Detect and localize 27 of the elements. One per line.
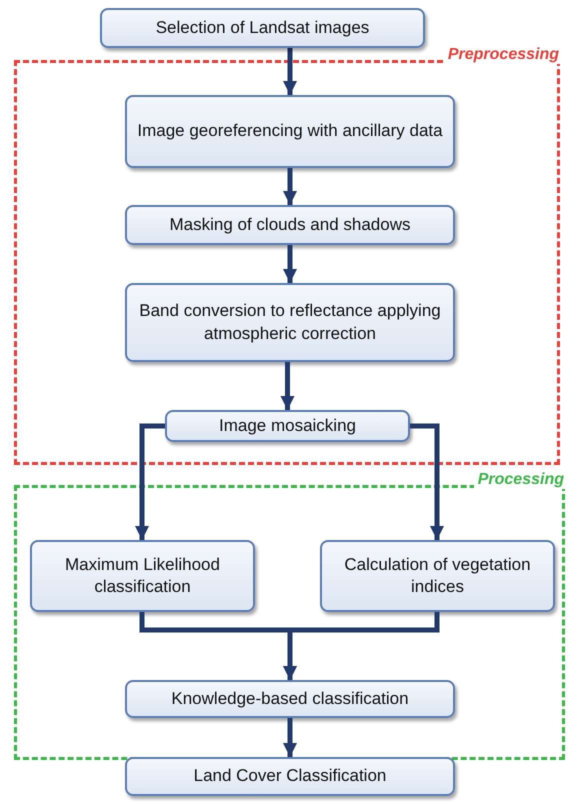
box-label: Maximum Likelihood classification [64,554,221,598]
box-label: Masking of clouds and shadows [168,214,412,236]
region-heading: Processing [474,471,568,489]
box-label: Image georeferencing with ancillary data [136,120,444,142]
region-heading: Preprocessing [444,46,563,64]
process-box [165,410,410,442]
process-box [125,757,455,796]
process-box [125,205,455,245]
box-label: Calculation of vegetation indices [343,554,532,598]
arrow [135,424,165,540]
box-label: Image mosaicking [218,414,357,437]
box-label: Land Cover Classification [192,765,388,788]
box-label: Band conversion to reflectance applying atmospheric correction [138,300,442,344]
box-label: Selection of Landsat images [154,16,370,39]
process-box [125,680,455,718]
arrow [410,424,444,540]
process-box [320,540,555,612]
process-box [100,8,425,48]
box-label: Knowledge-based classification [170,688,410,710]
process-box [125,95,455,168]
process-box [30,540,255,612]
arrow [280,362,294,410]
process-box [125,283,455,362]
arrow [283,718,297,757]
arrow [283,48,297,95]
arrow [283,168,297,205]
arrow [283,245,297,283]
